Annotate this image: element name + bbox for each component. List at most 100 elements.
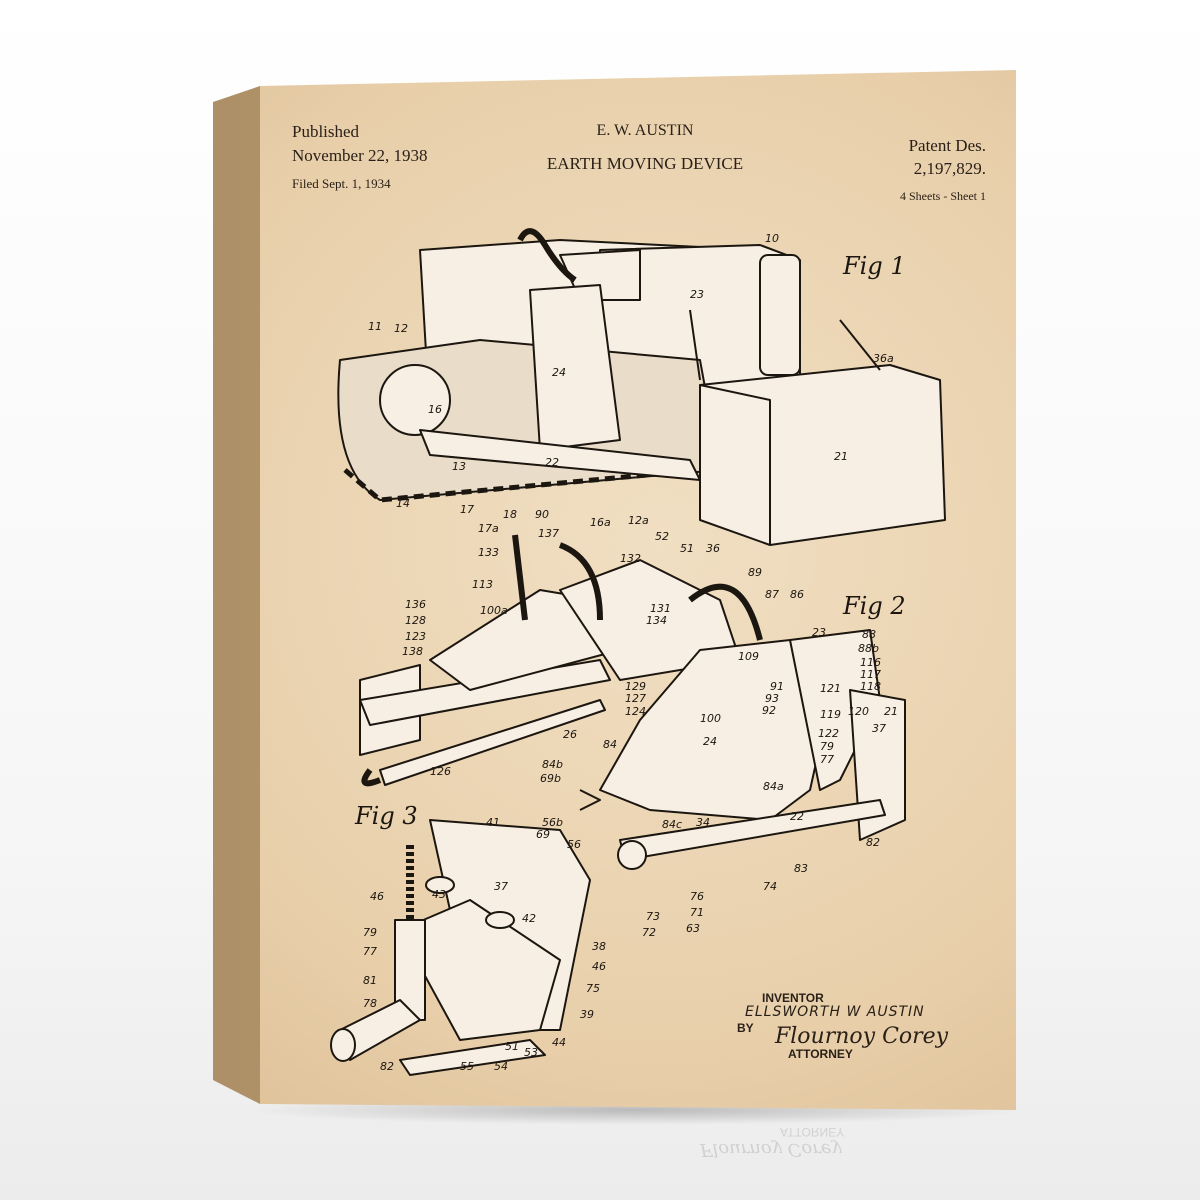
part-number: 17 [460, 503, 474, 516]
part-number: 129 [625, 680, 646, 693]
part-number: 79 [363, 926, 377, 939]
part-number: 116 [860, 656, 881, 669]
part-number: 36 [706, 542, 720, 555]
inventor-label: INVENTOR [762, 991, 824, 1005]
part-number: 22 [545, 456, 559, 469]
part-number: 18 [503, 508, 517, 521]
part-number: 136 [405, 598, 426, 611]
part-number: 52 [655, 530, 669, 543]
published-date: November 22, 1938 [292, 146, 428, 165]
part-number: 88b [858, 642, 879, 655]
part-number: 53 [524, 1046, 538, 1059]
fig1-bulldozer [337, 228, 946, 546]
part-number: 23 [690, 288, 704, 301]
reflection-attorney-label: ATTORNEY [780, 1125, 845, 1139]
part-number: 90 [535, 508, 549, 521]
part-number: 73 [646, 910, 660, 923]
part-number: 100 [700, 712, 721, 725]
part-number: 133 [478, 546, 499, 559]
part-number: 118 [860, 680, 881, 693]
part-number: 120 [848, 705, 869, 718]
part-number: 81 [363, 974, 377, 987]
part-number: 91 [770, 680, 784, 693]
part-number: 24 [552, 366, 566, 379]
part-number: 56b [542, 816, 563, 829]
part-number: 17a [478, 522, 499, 535]
part-number: 117 [860, 668, 881, 681]
part-number: 39 [580, 1008, 594, 1021]
part-number: 76 [690, 890, 704, 903]
part-number: 82 [866, 836, 880, 849]
part-number: 132 [620, 552, 641, 565]
part-number: 134 [646, 614, 667, 627]
part-number: 37 [872, 722, 886, 735]
part-number: 63 [686, 922, 700, 935]
part-number: 46 [592, 960, 606, 973]
filed-date: Filed Sept. 1, 1934 [292, 176, 391, 191]
patent-title: EARTH MOVING DEVICE [546, 154, 744, 173]
part-number: 84c [662, 818, 683, 831]
fig2-label: Fig 2 [843, 592, 906, 620]
part-number: 79 [820, 740, 834, 753]
part-number: 72 [642, 926, 656, 939]
part-number: 123 [405, 630, 426, 643]
part-number: 78 [363, 997, 377, 1010]
part-number: 56 [567, 838, 581, 851]
part-number: 86 [790, 588, 804, 601]
part-number: 42 [522, 912, 536, 925]
part-number: 24 [703, 735, 717, 748]
part-number: 69 [536, 828, 550, 841]
part-number: 36a [873, 352, 894, 365]
part-number: 37 [494, 880, 508, 893]
part-number: 109 [738, 650, 759, 663]
inventor-short: E. W. AUSTIN [596, 122, 694, 139]
part-number: 84a [763, 780, 784, 793]
part-number: 16 [428, 403, 442, 416]
part-number: 26 [563, 728, 577, 741]
part-number: 75 [586, 982, 600, 995]
part-number: 51 [505, 1040, 519, 1053]
part-number: 126 [430, 765, 451, 778]
part-number: 23 [812, 626, 826, 639]
fig3-label: Fig 3 [355, 802, 418, 830]
attorney-signature: Flournoy Corey [775, 1024, 949, 1049]
part-number: 71 [690, 906, 704, 919]
part-number: 38 [592, 940, 606, 953]
part-number: 10 [765, 232, 779, 245]
part-number: 138 [402, 645, 423, 658]
part-number: 100a [480, 604, 508, 617]
part-number: 41 [486, 816, 500, 829]
part-number: 131 [650, 602, 671, 615]
part-number: 54 [494, 1060, 508, 1073]
part-number: 119 [820, 708, 841, 721]
part-number: 34 [696, 816, 710, 829]
part-number: 44 [552, 1036, 566, 1049]
inventor-name: ELLSWORTH W AUSTIN [745, 1004, 925, 1020]
part-number: 77 [363, 945, 377, 958]
fig1-label: Fig 1 [843, 252, 906, 280]
by-label: BY [737, 1021, 754, 1035]
part-number: 93 [765, 692, 779, 705]
published-label: Published [292, 122, 360, 141]
part-number: 13 [452, 460, 466, 473]
part-number: 137 [538, 527, 559, 540]
sheets-info: 4 Sheets - Sheet 1 [900, 189, 986, 203]
part-number: 51 [680, 542, 694, 555]
part-number: 124 [625, 705, 646, 718]
part-number: 89 [748, 566, 762, 579]
part-number: 22 [790, 810, 804, 823]
part-number: 121 [820, 682, 841, 695]
part-number: 43 [432, 888, 446, 901]
patent-number: 2,197,829. [913, 159, 986, 178]
part-number: 88 [862, 628, 876, 641]
part-number: 74 [763, 880, 777, 893]
part-number: 87 [765, 588, 779, 601]
reflection-signature: Flournoy Corey [700, 1139, 842, 1160]
part-number: 84 [603, 738, 617, 751]
part-number: 46 [370, 890, 384, 903]
part-number: 127 [625, 692, 646, 705]
fig3-detail [330, 819, 591, 1076]
attorney-label: ATTORNEY [788, 1047, 853, 1061]
